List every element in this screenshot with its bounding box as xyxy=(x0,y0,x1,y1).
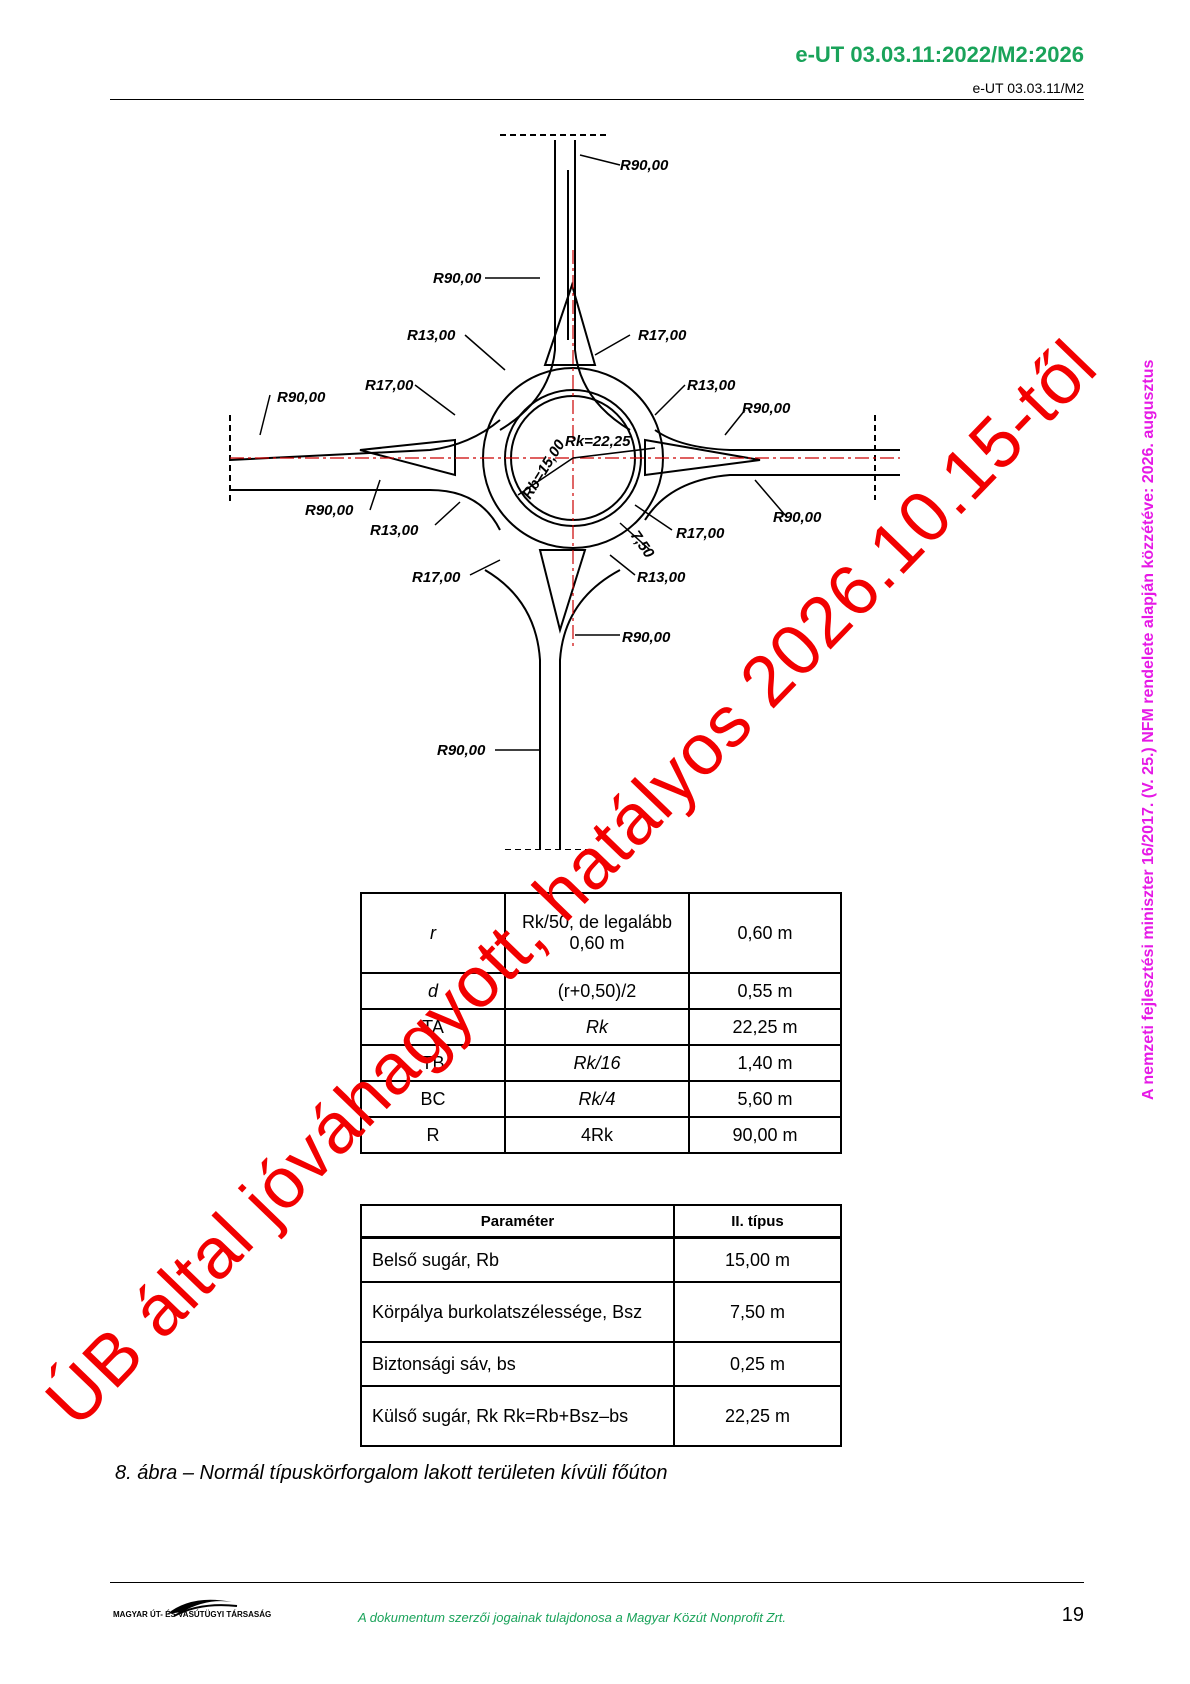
west-road-edge-bottom xyxy=(230,489,501,531)
south-splitter-island xyxy=(538,549,587,634)
table-row: Belső sugár, Rb 15,00 m xyxy=(360,1236,842,1283)
table-cell: 15,00 m xyxy=(673,1236,842,1283)
label-rk: Rk=22,25 xyxy=(565,433,631,450)
label-e-r90: R90,00 xyxy=(742,400,791,417)
table-cell: Rk xyxy=(504,1008,690,1046)
rk-radius-line xyxy=(572,447,656,459)
table-cell: BC xyxy=(360,1080,506,1118)
label-s-r90-right: R90,00 xyxy=(622,629,671,646)
label-s-r17: R17,00 xyxy=(412,569,461,586)
table-cell: Rk/50, de legalább 0,60 m xyxy=(504,892,690,974)
organization-logo-icon xyxy=(167,1599,238,1617)
label-top-r90-right: R90,00 xyxy=(620,157,669,174)
label-rb: Rb=15,00 xyxy=(519,436,569,502)
table-cell: Biztonsági sáv, bs xyxy=(360,1341,675,1387)
table-cell: Rk/16 xyxy=(504,1044,690,1082)
label-w-r17: R17,00 xyxy=(365,377,414,394)
organization-name: MAGYAR ÚT- ÉS VASÚTÜGYI TÁRSASÁG xyxy=(113,1610,272,1619)
footer-rule xyxy=(110,1582,1084,1583)
document-code: e-UT 03.03.11:2022/M2:2026 xyxy=(795,42,1084,67)
north-splitter-island xyxy=(543,281,597,366)
table-row: BC Rk/4 5,60 m xyxy=(360,1080,842,1118)
table-cell: 22,25 m xyxy=(673,1385,842,1447)
table-row: R 4Rk 90,00 m xyxy=(360,1116,842,1154)
table-row: r Rk/50, de legalább 0,60 m 0,60 m xyxy=(360,892,842,974)
label-se-r17: R17,00 xyxy=(676,525,725,542)
table-header-row: Paraméter II. típus xyxy=(360,1204,842,1239)
dimension-table: r Rk/50, de legalább 0,60 m 0,60 m d (r+… xyxy=(360,892,842,1154)
label-s-r90-left: R90,00 xyxy=(437,742,486,759)
copyright-notice: A dokumentum szerzői jogainak tulajdonos… xyxy=(358,1610,787,1625)
south-road-edge-right xyxy=(559,569,621,850)
table-header: II. típus xyxy=(673,1204,842,1239)
table-cell: 5,60 m xyxy=(688,1080,842,1118)
east-road-edge-bottom xyxy=(644,474,900,521)
table-row: TA Rk 22,25 m xyxy=(360,1008,842,1046)
label-n-r17: R17,00 xyxy=(638,327,687,344)
table-cell: r xyxy=(360,892,506,974)
label-se-r90: R90,00 xyxy=(773,509,822,526)
table-cell: TA xyxy=(360,1008,506,1046)
width-dimension xyxy=(619,522,651,551)
table-cell: 22,25 m xyxy=(688,1008,842,1046)
table-row: TB Rk/16 1,40 m xyxy=(360,1044,842,1082)
table-cell: TB xyxy=(360,1044,506,1082)
table-row: d (r+0,50)/2 0,55 m xyxy=(360,972,842,1010)
document-subcode: e-UT 03.03.11/M2 xyxy=(972,80,1084,96)
north-road-edge-left xyxy=(499,140,556,431)
table-header: Paraméter xyxy=(360,1204,675,1239)
east-splitter-island xyxy=(644,438,761,477)
label-top-r90-left: R90,00 xyxy=(433,270,482,287)
south-road-edge-left xyxy=(484,569,541,850)
east-road-edge-top xyxy=(654,429,900,451)
table-cell: 0,60 m xyxy=(688,892,842,974)
table-cell: R xyxy=(360,1116,506,1154)
table-cell: Külső sugár, Rk Rk=Rb+Bsz–bs xyxy=(360,1385,675,1447)
label-n-r13: R13,00 xyxy=(407,327,456,344)
table-cell: d xyxy=(360,972,506,1010)
label-sw-r90: R90,00 xyxy=(305,502,354,519)
table-cell: 90,00 m xyxy=(688,1116,842,1154)
table-cell: 0,25 m xyxy=(673,1341,842,1387)
table-cell: Belső sugár, Rb xyxy=(360,1236,675,1283)
page-number: 19 xyxy=(1061,1604,1084,1626)
table-cell: (r+0,50)/2 xyxy=(504,972,690,1010)
rb-radius-line xyxy=(517,457,574,496)
label-sw-r13: R13,00 xyxy=(370,522,419,539)
table-row: Körpálya burkolatszélessége, Bsz 7,50 m xyxy=(360,1281,842,1343)
label-e-r13: R13,00 xyxy=(687,377,736,394)
figure-caption: 8. ábra – Normál típuskörforgalom lakott… xyxy=(115,1462,668,1484)
north-road-edge-right xyxy=(574,140,631,431)
table-cell: 4Rk xyxy=(504,1116,690,1154)
table-cell: 0,55 m xyxy=(688,972,842,1010)
publication-note: A nemzeti fejlesztési miniszter 16/2017.… xyxy=(1140,359,1157,1100)
header-rule xyxy=(110,99,1084,100)
table-cell: 7,50 m xyxy=(673,1281,842,1343)
parameter-table: Paraméter II. típus Belső sugár, Rb 15,0… xyxy=(360,1204,842,1447)
west-road-edge-top xyxy=(229,419,501,461)
table-cell: Körpálya burkolatszélessége, Bsz xyxy=(360,1281,675,1343)
table-row: Biztonsági sáv, bs 0,25 m xyxy=(360,1341,842,1387)
label-w-r90: R90,00 xyxy=(277,389,326,406)
roundabout-diagram: R90,00 R90,00 R13,00 R17,00 R17,00 R13,0… xyxy=(229,134,900,850)
table-cell: 1,40 m xyxy=(688,1044,842,1082)
table-cell: Rk/4 xyxy=(504,1080,690,1118)
label-s-r13: R13,00 xyxy=(637,569,686,586)
table-row: Külső sugár, Rk Rk=Rb+Bsz–bs 22,25 m xyxy=(360,1385,842,1447)
